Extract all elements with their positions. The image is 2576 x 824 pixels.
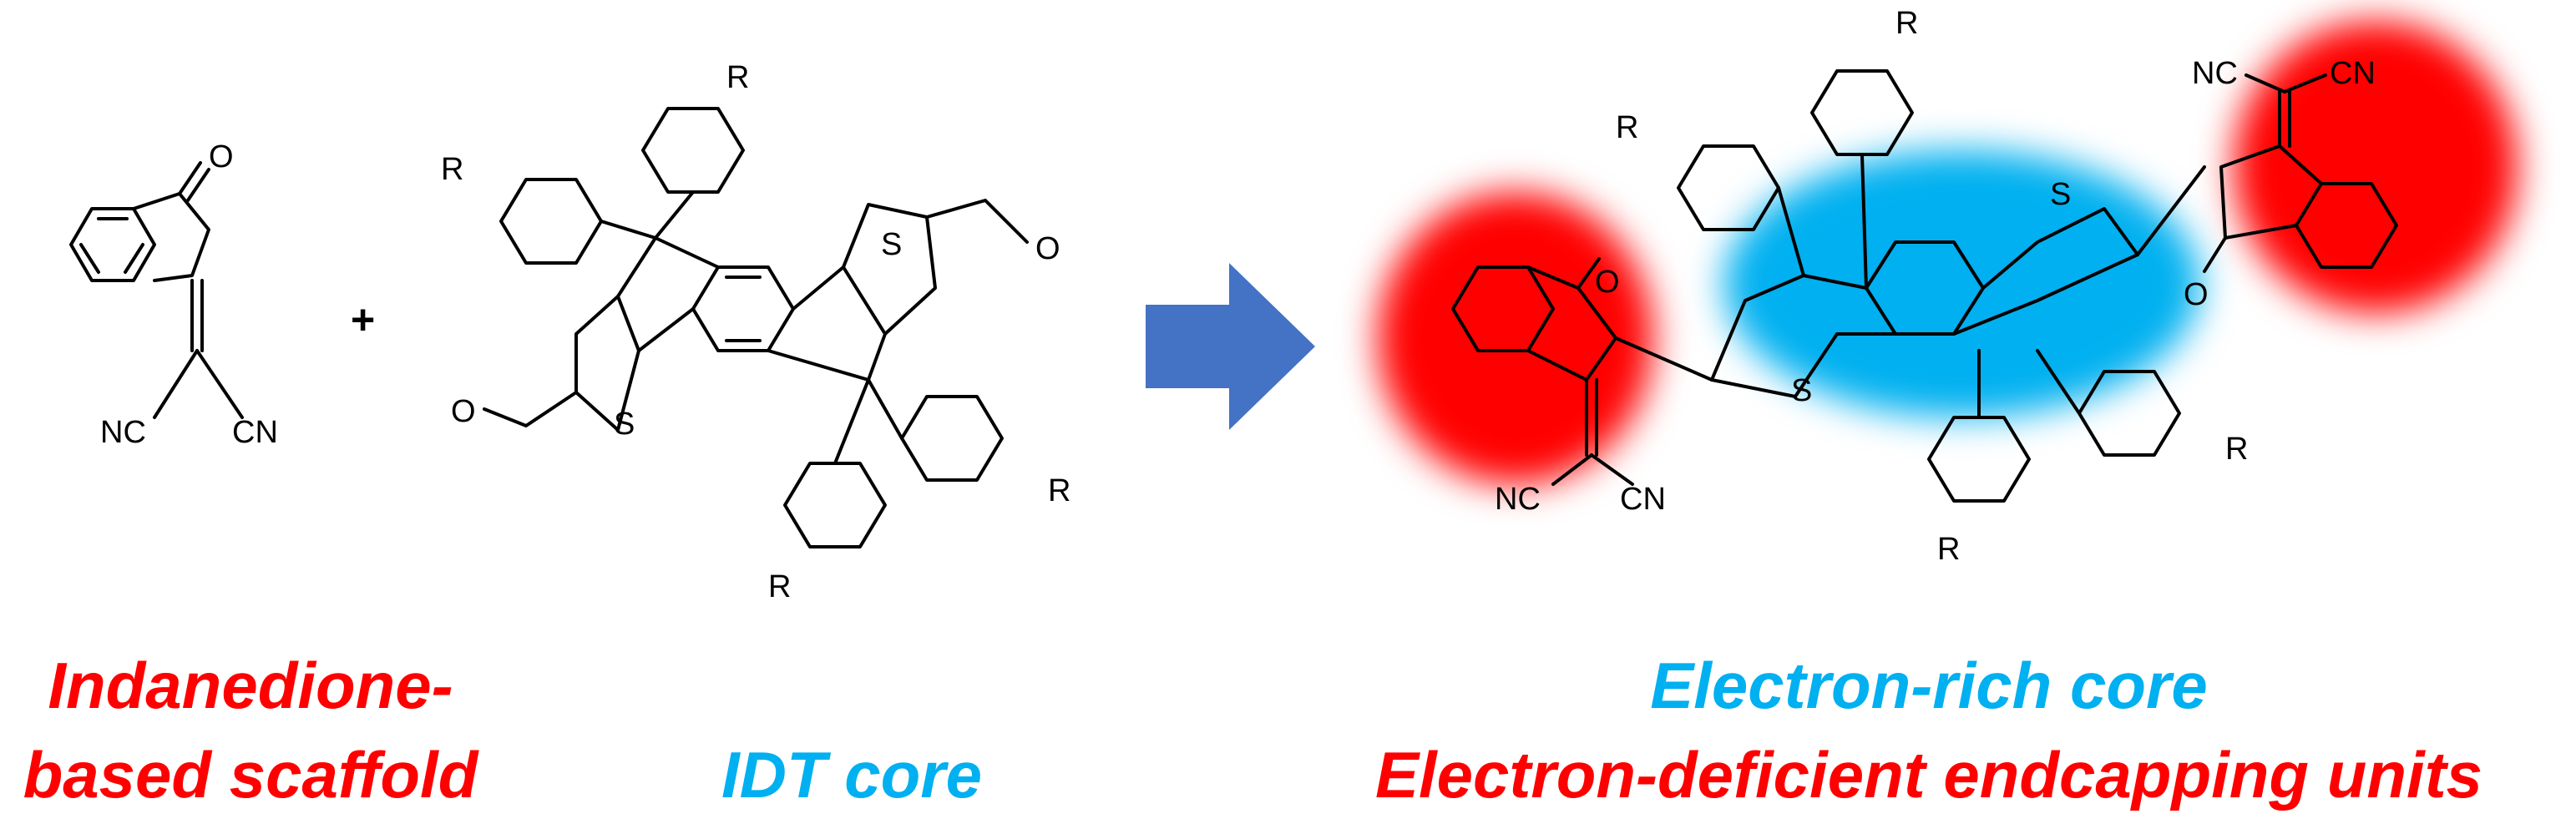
sulfur-atom-left: S (614, 407, 635, 442)
oxygen-aldehyde-left: O (451, 394, 476, 429)
nitrile-label-left: NC (100, 415, 146, 450)
acceptor-glow-left (1378, 192, 1653, 484)
nitrile-product-left-b: CN (1620, 482, 1666, 517)
caption-indanedione-line2: based scaffold (23, 738, 479, 811)
nitrile-product-right-b: CN (2330, 56, 2376, 91)
indanedione-molecule: O NC CN (69, 139, 278, 450)
sulfur-product-left: S (1791, 373, 1812, 408)
oxygen-product-left: O (1595, 265, 1620, 300)
r-group-2: R (726, 60, 749, 95)
oxygen-product-right: O (2184, 277, 2209, 312)
nitrile-product-right-a: NC (2192, 56, 2238, 91)
product-highlights (1378, 21, 2518, 484)
sulfur-atom-right: S (881, 227, 902, 262)
oxygen-aldehyde-right: O (1035, 231, 1060, 266)
caption-electron-deficient: Electron-deficient endcapping units (1375, 738, 2482, 811)
idt-core-molecule: S S O O R R R R (441, 60, 1070, 604)
plus-sign: + (351, 296, 375, 343)
product-molecule: O NC CN S S R R R R O (1451, 6, 2398, 567)
reaction-arrow (1146, 263, 1315, 430)
sulfur-product-right: S (2050, 177, 2071, 212)
oxygen-atom: O (209, 139, 234, 174)
r-group-3: R (768, 569, 791, 604)
r-product-1: R (1616, 110, 1638, 145)
r-group-4: R (1048, 473, 1070, 508)
caption-idt-core: IDT core (721, 738, 982, 811)
nitrile-label-right: CN (232, 415, 278, 450)
r-product-2: R (1895, 6, 1918, 41)
donor-glow-core (1724, 150, 2200, 417)
nitrile-product-left-a: NC (1495, 482, 1541, 517)
caption-electron-rich: Electron-rich core (1650, 649, 2208, 722)
acceptor-glow-right (2234, 21, 2518, 313)
r-group-1: R (441, 152, 463, 187)
r-product-4: R (2225, 432, 2248, 467)
caption-indanedione-line1: Indanedione- (48, 649, 453, 722)
r-product-3: R (1937, 532, 1960, 567)
